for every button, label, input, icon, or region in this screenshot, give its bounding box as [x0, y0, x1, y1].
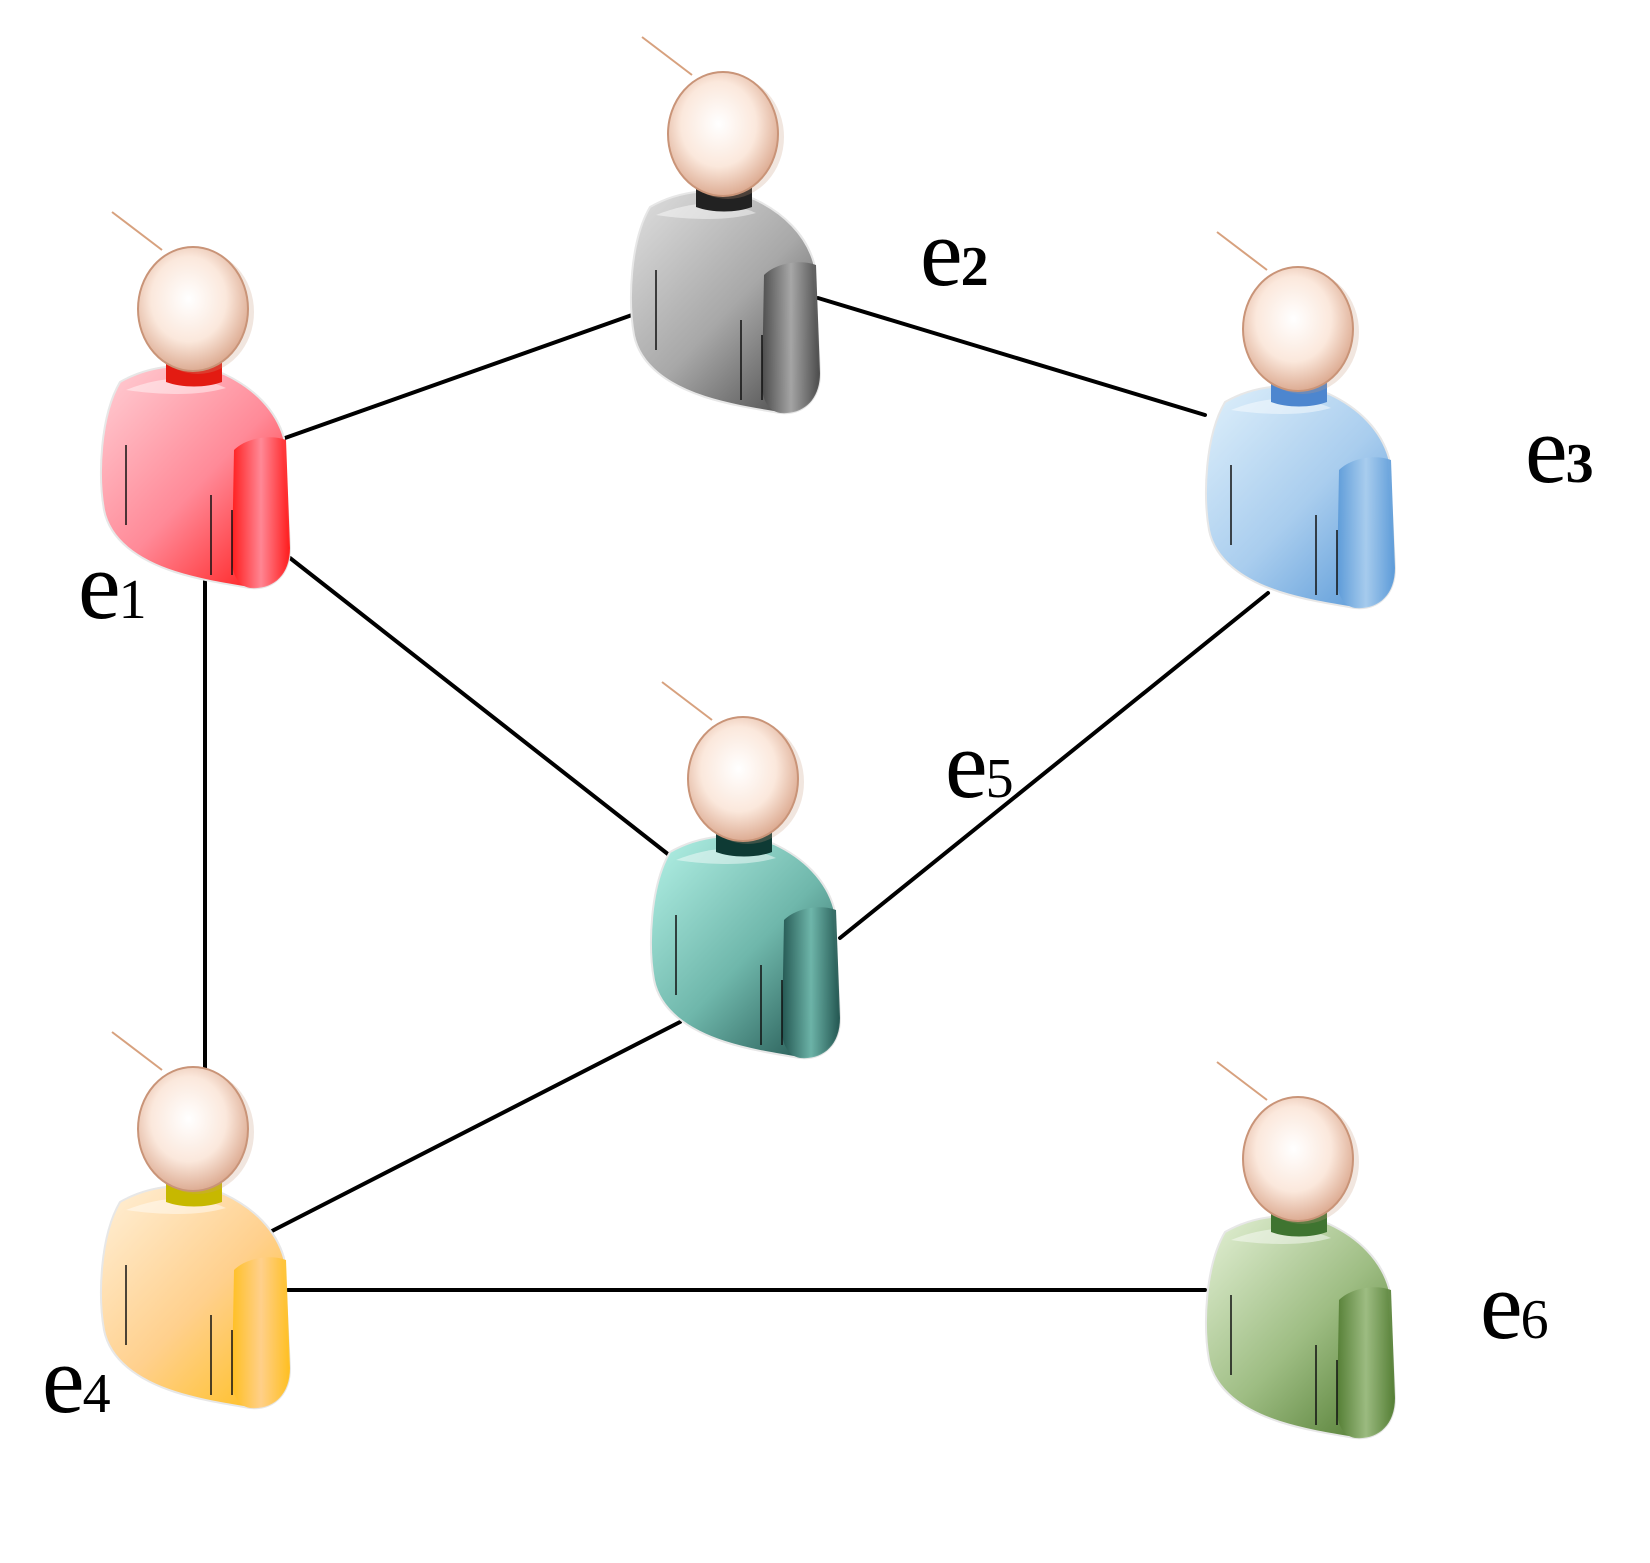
edge-e4-e5 — [268, 1020, 682, 1234]
node-label-e3: e3 — [1525, 396, 1594, 503]
node-label-sub: 2 — [961, 236, 989, 298]
person-e3 — [1205, 231, 1397, 610]
node-label-e4: e4 — [42, 1326, 111, 1433]
person-e4 — [100, 1031, 292, 1410]
arm-icon — [782, 907, 840, 1059]
node-label-main: e — [945, 711, 988, 818]
edges-layer — [203, 296, 1270, 1292]
head-icon — [1242, 1096, 1354, 1222]
node-label-main: e — [920, 199, 963, 306]
head-icon — [687, 716, 799, 842]
node-label-e6: e6 — [1480, 1252, 1549, 1359]
head-icon — [1242, 266, 1354, 392]
node-label-sub: 6 — [1521, 1289, 1549, 1351]
antenna-mark — [641, 36, 693, 76]
head-icon — [137, 1066, 249, 1192]
node-label-main: e — [42, 1326, 85, 1433]
arm-icon — [232, 437, 290, 589]
antenna-mark — [1216, 1061, 1268, 1101]
person-e2 — [630, 36, 822, 415]
node-label-sub: 1 — [119, 569, 147, 631]
antenna-mark — [111, 1031, 163, 1071]
person-e5 — [650, 681, 842, 1060]
node-label-sub: 5 — [986, 748, 1014, 810]
arm-icon — [1337, 1287, 1395, 1439]
arm-icon — [762, 262, 820, 414]
node-label-e1: e1 — [78, 532, 147, 639]
head-icon — [667, 71, 779, 197]
edge-e1-e5 — [288, 556, 680, 864]
arm-icon — [1337, 457, 1395, 609]
antenna-mark — [111, 211, 163, 251]
person-e6 — [1205, 1061, 1397, 1440]
edge-e1-e2 — [283, 313, 634, 440]
node-label-main: e — [1480, 1252, 1523, 1359]
edge-e2-e3 — [816, 296, 1207, 417]
head-icon — [137, 246, 249, 372]
node-label-main: e — [1525, 396, 1568, 503]
antenna-mark — [661, 681, 713, 721]
node-label-sub: 4 — [83, 1363, 111, 1425]
node-label-e5: e5 — [945, 711, 1014, 818]
node-label-sub: 3 — [1566, 433, 1594, 495]
node-label-e2: e2 — [920, 199, 989, 306]
arm-icon — [232, 1257, 290, 1409]
antenna-mark — [1216, 231, 1268, 271]
node-label-main: e — [78, 532, 121, 639]
nodes-layer — [100, 36, 1397, 1440]
person-e1 — [100, 211, 292, 590]
edge-e3-e5 — [838, 591, 1270, 940]
